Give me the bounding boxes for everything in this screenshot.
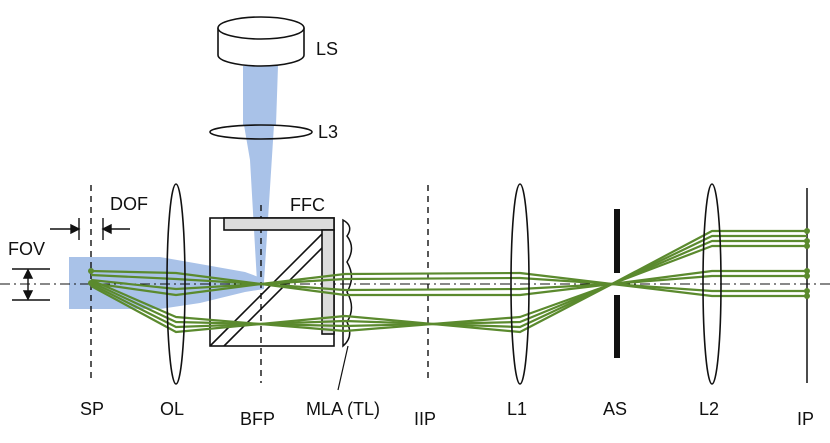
- light-source: [217, 16, 305, 67]
- ray-offaxis-1: [90, 229, 807, 333]
- label-fov: FOV: [8, 239, 45, 259]
- ray-axial-4: [90, 281, 807, 298]
- label-iip: IIP: [414, 409, 436, 429]
- dof-indicator: [50, 218, 130, 240]
- illumination-upper-beam: [243, 66, 278, 282]
- label-l2: L2: [699, 399, 719, 419]
- ffc-side-plate: [321, 229, 335, 335]
- label-ol: OL: [160, 399, 184, 419]
- label-ls: LS: [316, 39, 338, 59]
- label-dof: DOF: [110, 194, 148, 214]
- ray-axial-1: [90, 269, 807, 286]
- lens-l1: [510, 183, 530, 385]
- lens-l2: [702, 183, 722, 385]
- ray-offaxis-4: [90, 244, 807, 334]
- ray-offaxis-3: [90, 239, 807, 329]
- ffc-top-plate: [223, 217, 335, 231]
- mla-leader: [337, 345, 349, 391]
- image-points: [88, 228, 810, 299]
- ray-axial-3: [90, 278, 807, 293]
- label-sp: SP: [80, 399, 104, 419]
- ray-bundles: [90, 229, 807, 334]
- ray-axial-2: [90, 273, 807, 286]
- label-ip: IP: [797, 409, 814, 429]
- lenses: [166, 183, 722, 385]
- ray-offaxis-2: [90, 234, 807, 328]
- label-l3: L3: [318, 122, 338, 142]
- lens-l3: [209, 124, 313, 140]
- label-mla: MLA (TL): [306, 399, 380, 419]
- label-l1: L1: [507, 399, 527, 419]
- fov-indicator: [12, 268, 50, 301]
- lens-ol: [166, 183, 186, 385]
- microlens-array: [342, 218, 353, 348]
- label-as: AS: [603, 399, 627, 419]
- label-bfp: BFP: [240, 409, 275, 429]
- label-ffc: FFC: [290, 195, 325, 215]
